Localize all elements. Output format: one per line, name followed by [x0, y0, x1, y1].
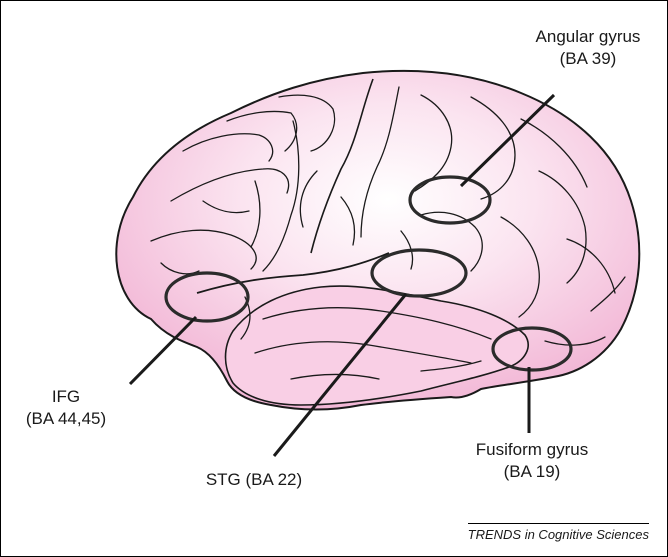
angular-gyrus-name: Angular gyrus: [513, 26, 663, 48]
source-credit: TRENDS in Cognitive Sciences: [468, 523, 649, 542]
angular-gyrus-area: (BA 39): [513, 48, 663, 70]
stg-name: STG (BA 22): [179, 469, 329, 491]
ifg-label: IFG (BA 44,45): [11, 386, 121, 430]
fusiform-gyrus-label: Fusiform gyrus (BA 19): [457, 439, 607, 483]
angular-gyrus-label: Angular gyrus (BA 39): [513, 26, 663, 70]
ifg-name: IFG: [11, 386, 121, 408]
fusiform-gyrus-area: (BA 19): [457, 461, 607, 483]
stg-label: STG (BA 22): [179, 469, 329, 491]
ifg-area: (BA 44,45): [11, 408, 121, 430]
fusiform-gyrus-name: Fusiform gyrus: [457, 439, 607, 461]
